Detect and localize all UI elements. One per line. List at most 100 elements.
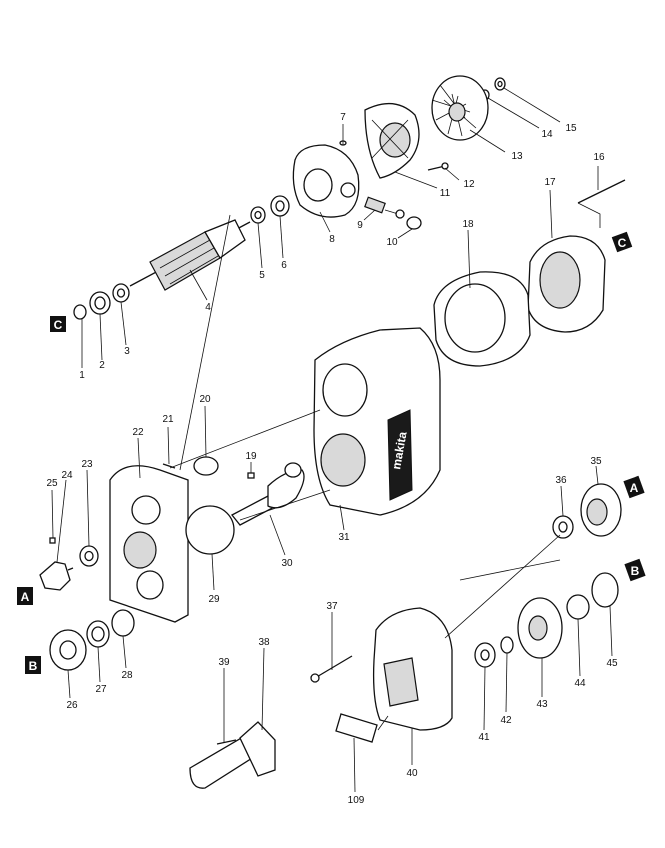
- label-part-10: 10: [386, 237, 398, 248]
- part-12-screw: [427, 162, 449, 171]
- label-part-24: 24: [61, 470, 73, 481]
- part-30-shaft: [231, 462, 305, 526]
- marker-a-left: A: [17, 587, 33, 605]
- label-part-28: 28: [121, 670, 133, 681]
- marker-b-left-text: B: [29, 659, 38, 673]
- part-20-o-ring: [193, 456, 219, 476]
- label-part-9: 9: [357, 220, 363, 231]
- label-part-44: 44: [574, 678, 586, 689]
- label-part-27: 27: [95, 684, 107, 695]
- label-part-3: 3: [124, 346, 130, 357]
- label-part-18: 18: [462, 219, 474, 230]
- marker-c-right: C: [611, 231, 633, 253]
- part-22-gear-housing-cover: [109, 465, 189, 623]
- part-38-side-handle: [189, 721, 276, 789]
- part-28-o-ring: [111, 609, 135, 637]
- part-45-ring: [591, 572, 619, 608]
- part-25-pin: [49, 537, 56, 544]
- label-part-109: 109: [348, 795, 365, 806]
- part-29-gasket: [185, 505, 235, 555]
- label-part-2: 2: [99, 360, 105, 371]
- label-part-14: 14: [541, 129, 553, 140]
- label-part-19: 19: [245, 451, 257, 462]
- part-36-bearing: [552, 515, 574, 539]
- label-part-41: 41: [478, 732, 490, 743]
- label-part-12: 12: [463, 179, 475, 190]
- part-40-gear-housing: [372, 607, 453, 731]
- marker-c-right-text: C: [618, 236, 627, 250]
- label-part-15: 15: [565, 123, 577, 134]
- part-109-label: [335, 713, 378, 743]
- label-part-26: 26: [66, 700, 78, 711]
- part-2-bearing: [89, 291, 111, 315]
- label-part-38: 38: [258, 637, 270, 648]
- part-21-pin: [162, 463, 176, 469]
- part-17-field: [527, 235, 606, 333]
- part-13-fan: [431, 75, 489, 141]
- label-part-37: 37: [326, 601, 338, 612]
- part-39-bolt: [216, 739, 237, 745]
- label-part-45: 45: [606, 658, 618, 669]
- part-18-guide: [433, 271, 531, 367]
- label-part-29: 29: [208, 594, 220, 605]
- part-43-gear: [517, 597, 563, 659]
- housing-brand-text: makita: [389, 430, 409, 470]
- marker-a-left-text: A: [21, 590, 30, 604]
- part-4-armature: [129, 219, 251, 291]
- label-part-7: 7: [340, 112, 346, 123]
- part-26-bearing: [49, 629, 87, 671]
- label-part-13: 13: [511, 151, 523, 162]
- label-part-5: 5: [259, 270, 265, 281]
- label-part-30: 30: [281, 558, 293, 569]
- marker-b-right-text: B: [631, 564, 640, 578]
- label-part-39: 39: [218, 657, 230, 668]
- label-part-31: 31: [338, 532, 350, 543]
- marker-c-left: C: [50, 316, 66, 332]
- label-part-8: 8: [329, 234, 335, 245]
- part-35-gear: [580, 483, 622, 537]
- marker-c-left-text: C: [54, 318, 63, 332]
- part-19-key: [247, 472, 255, 479]
- part-44-sleeve: [566, 594, 590, 620]
- label-part-25: 25: [46, 478, 58, 489]
- label-part-36: 36: [555, 475, 567, 486]
- part-1-ring: [73, 304, 87, 320]
- part-41-bearing: [474, 642, 496, 668]
- label-part-22: 22: [132, 427, 144, 438]
- label-part-23: 23: [81, 459, 93, 470]
- label-part-20: 20: [199, 394, 211, 405]
- part-6-bearing: [270, 195, 290, 217]
- leader-lines: [51, 87, 613, 793]
- part-37-bolt: [310, 655, 353, 683]
- part-8-bracket: [292, 144, 360, 218]
- label-part-11: 11: [440, 188, 451, 199]
- label-part-21: 21: [162, 414, 174, 425]
- part-3-washer: [112, 283, 130, 303]
- part-9-carbon-brush: [364, 196, 405, 219]
- part-23-bearing: [79, 545, 99, 567]
- part-5-washer: [250, 206, 266, 224]
- part-11-baffle-plate: [364, 103, 420, 179]
- part-42-washer: [500, 636, 514, 654]
- part-24-spindle: [39, 561, 74, 591]
- label-part-17: 17: [544, 177, 556, 188]
- part-15-nut: [494, 77, 506, 91]
- label-part-43: 43: [536, 699, 548, 710]
- label-part-16: 16: [593, 152, 605, 163]
- marker-a-right-text: A: [630, 481, 639, 495]
- marker-b-right: B: [624, 558, 646, 582]
- part-10-brush-cap: [406, 216, 422, 230]
- part-16-rod: [577, 179, 626, 204]
- marker-a-right: A: [623, 475, 645, 499]
- marker-b-left: B: [25, 656, 41, 674]
- label-part-6: 6: [281, 260, 287, 271]
- part-27-ring: [86, 620, 110, 648]
- label-part-40: 40: [406, 768, 418, 779]
- label-part-42: 42: [500, 715, 512, 726]
- label-part-1: 1: [79, 370, 85, 381]
- label-part-4: 4: [205, 302, 211, 313]
- label-part-35: 35: [590, 456, 602, 467]
- part-31-housing: makita: [313, 327, 441, 516]
- part-number-labels: 1 2 3 4 5 6 7 8 9 10 11 12 13 14 15 16 1…: [46, 112, 618, 806]
